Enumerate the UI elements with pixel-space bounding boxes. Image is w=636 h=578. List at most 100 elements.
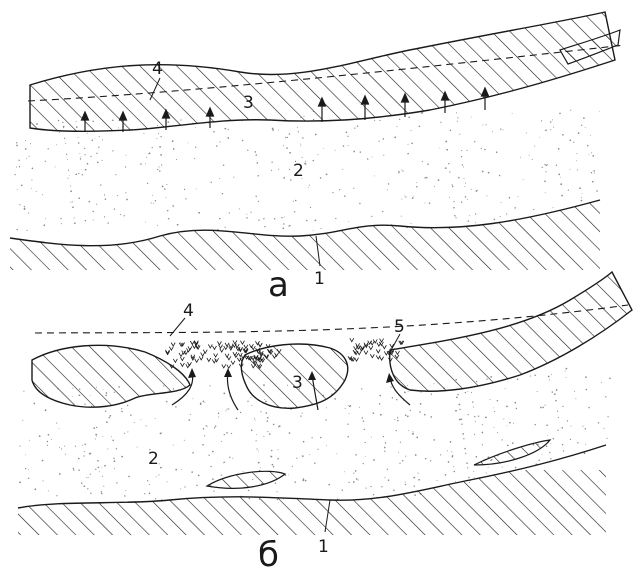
sand-dot	[258, 219, 259, 220]
sand-dot	[89, 453, 91, 455]
sand-dot	[140, 163, 141, 164]
sand-dot	[166, 401, 168, 403]
sand-dot	[381, 486, 382, 487]
sand-dot	[289, 432, 291, 434]
sand-dot	[430, 416, 432, 418]
sand-dot	[563, 450, 564, 451]
sand-dot	[192, 452, 194, 454]
sand-dot	[96, 427, 97, 428]
sand-dot	[72, 201, 73, 202]
sand-dot	[243, 471, 244, 472]
sand-dot	[22, 420, 23, 421]
sand-dot	[59, 428, 60, 429]
sand-dot	[592, 155, 594, 157]
sand-dot	[345, 408, 346, 409]
sand-dot	[24, 208, 26, 210]
sand-dot	[467, 199, 468, 200]
sand-dot	[184, 189, 185, 190]
sand-dot	[576, 160, 577, 161]
sand-dot	[584, 452, 586, 454]
sand-dot	[160, 467, 162, 469]
sand-dot	[68, 170, 69, 171]
sand-dot	[447, 450, 448, 451]
sand-dot	[257, 162, 259, 164]
sand-dot	[224, 128, 226, 130]
sand-dot	[594, 173, 595, 174]
sand-dot	[278, 169, 279, 170]
sand-dot	[159, 463, 160, 464]
sand-dot	[433, 439, 435, 441]
sand-dot	[147, 183, 148, 184]
sand-dot	[339, 189, 340, 190]
sand-dot	[596, 190, 598, 192]
label-frazil-b: 5	[394, 317, 405, 337]
sand-dot	[598, 422, 600, 424]
sand-dot	[401, 216, 402, 217]
sand-dot	[298, 131, 299, 132]
sand-dot	[550, 129, 551, 130]
sand-dot	[70, 190, 72, 192]
sand-dot	[145, 163, 146, 164]
sand-dot	[81, 169, 82, 170]
sand-dot	[581, 197, 582, 198]
sand-dot	[387, 189, 388, 190]
sand-dot	[55, 166, 56, 167]
sand-dot	[95, 438, 96, 439]
ice-sheet-right	[390, 272, 632, 391]
sand-dot	[275, 482, 276, 483]
sand-dot	[537, 391, 538, 392]
sand-dot	[25, 454, 26, 455]
sand-dot	[574, 391, 575, 392]
sand-dot	[547, 435, 548, 436]
sand-dot	[263, 436, 264, 437]
sand-dot	[391, 386, 392, 387]
sand-dot	[561, 195, 563, 197]
sand-dot	[552, 391, 553, 392]
sand-dot	[534, 146, 535, 147]
sand-dot	[97, 161, 99, 163]
sand-dot	[466, 462, 468, 464]
sand-dot	[98, 467, 100, 469]
sand-dot	[134, 422, 135, 423]
sand-dot	[146, 157, 147, 158]
sand-dot	[190, 414, 191, 415]
sand-dot	[562, 406, 563, 407]
sand-dot	[419, 125, 421, 127]
sand-dot	[474, 434, 475, 435]
sand-dot	[246, 217, 248, 219]
sand-dot	[452, 184, 453, 185]
sand-dot	[128, 476, 130, 478]
sand-dot	[34, 488, 36, 490]
sand-dot	[73, 468, 74, 469]
sand-dot	[585, 428, 587, 430]
sand-dot	[87, 488, 88, 489]
sand-dot	[581, 125, 582, 126]
sand-dot	[65, 454, 66, 455]
sand-dot	[437, 480, 438, 481]
sand-dot	[225, 410, 226, 411]
sand-dot	[146, 425, 147, 426]
sand-dot	[348, 405, 349, 406]
sand-dot	[302, 137, 303, 138]
sand-dot	[365, 456, 366, 457]
sand-dot	[104, 216, 105, 217]
sand-dot	[19, 445, 20, 446]
sand-dot	[344, 471, 345, 472]
sand-dot	[274, 218, 276, 220]
sand-dot	[166, 184, 167, 185]
sand-dot	[474, 416, 475, 417]
sand-dot	[155, 498, 156, 499]
sand-dot	[184, 486, 185, 487]
sand-dot	[102, 436, 103, 437]
sand-dot	[219, 218, 221, 220]
sand-dot	[289, 133, 291, 135]
sand-dot	[400, 442, 401, 443]
sand-dot	[260, 411, 261, 412]
sand-dot	[407, 416, 409, 418]
sand-dot	[569, 139, 571, 141]
sand-dot	[111, 436, 112, 437]
sand-dot	[130, 414, 132, 416]
sand-dot	[267, 420, 269, 422]
sand-dot	[95, 138, 96, 139]
sand-dot	[278, 426, 279, 427]
